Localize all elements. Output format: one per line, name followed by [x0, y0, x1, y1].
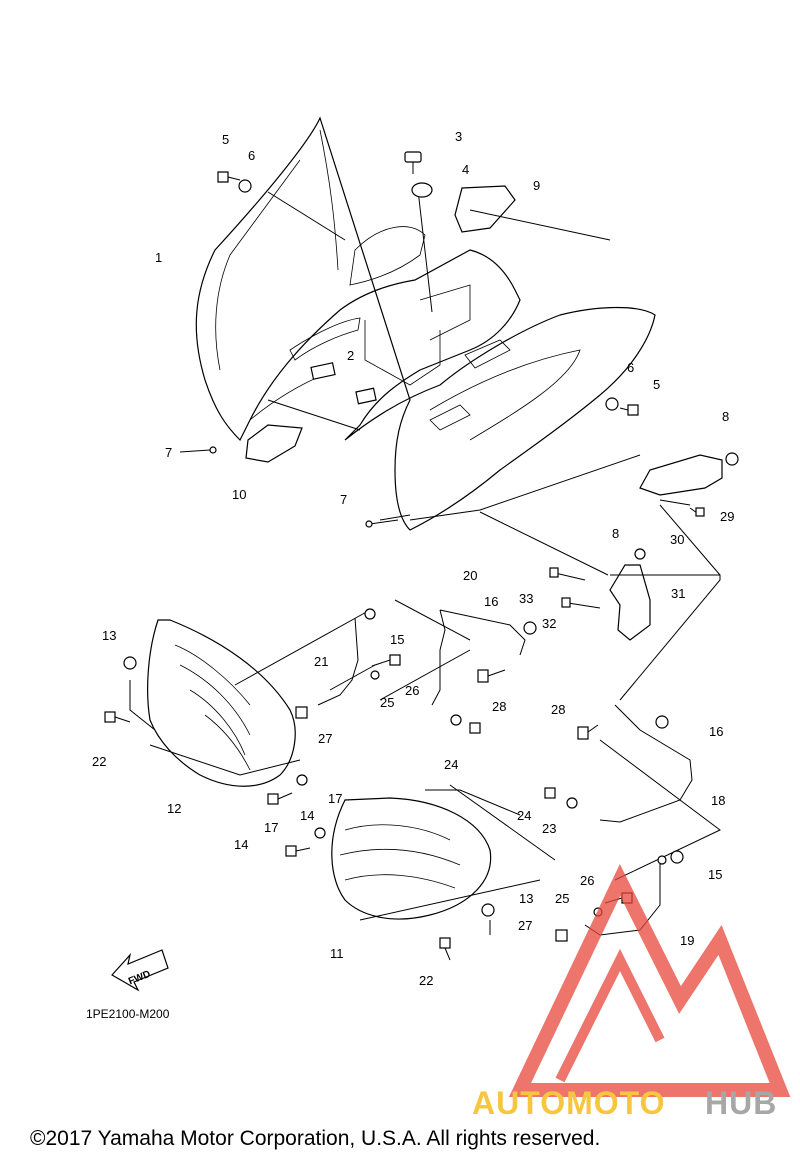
plate-part-10	[245, 424, 303, 463]
brand-hub: HUB	[705, 1085, 777, 1121]
pad-part-2b	[355, 387, 377, 405]
label-19: 19	[680, 933, 694, 948]
label-20: 20	[463, 568, 477, 583]
label-5b: 5	[653, 377, 660, 392]
label-17b: 17	[264, 820, 278, 835]
mudguard-part-12	[147, 619, 296, 787]
label-7b: 7	[340, 492, 347, 507]
label-14a: 14	[300, 808, 314, 823]
label-27a: 27	[318, 731, 332, 746]
label-22b: 22	[419, 973, 433, 988]
label-8a: 8	[722, 409, 729, 424]
label-11: 11	[330, 946, 344, 961]
leader-lines	[129, 189, 721, 935]
label-31: 31	[671, 586, 685, 601]
label-18: 18	[711, 793, 725, 808]
label-23: 23	[542, 821, 556, 836]
bracket-part-31	[609, 564, 651, 641]
label-22a: 22	[92, 754, 106, 769]
fwd-arrow: FWD	[111, 949, 169, 992]
label-14b: 14	[234, 837, 248, 852]
brand-automoto: AUTOMOTO	[472, 1085, 665, 1121]
label-9: 9	[533, 178, 540, 193]
label-1: 1	[155, 250, 162, 265]
stay-part-21	[317, 617, 359, 706]
part-labels: 1 2 3 4 5 6 6 5 7 7 8 8 9 10 11 12 13 13…	[92, 129, 734, 988]
label-27b: 27	[518, 918, 532, 933]
stay-part-20	[431, 609, 526, 706]
label-28a: 28	[492, 699, 506, 714]
label-16b: 16	[709, 724, 723, 739]
bracket-part-29	[639, 454, 723, 496]
label-2: 2	[347, 348, 354, 363]
label-24a: 24	[444, 757, 458, 772]
label-15a: 15	[390, 632, 404, 647]
label-25b: 25	[555, 891, 569, 906]
label-30: 30	[670, 532, 684, 547]
label-6a: 6	[248, 148, 255, 163]
label-32: 32	[542, 616, 556, 631]
copyright-notice: ©2017 Yamaha Motor Corporation, U.S.A. A…	[30, 1127, 600, 1150]
diagram-code: 1PE2100-M200	[86, 1007, 170, 1021]
label-10: 10	[232, 487, 246, 502]
label-33: 33	[519, 591, 533, 606]
label-26b: 26	[580, 873, 594, 888]
label-21: 21	[314, 654, 328, 669]
automotohub-logo: AUTOMOTO HUB	[472, 864, 791, 1121]
label-26a: 26	[405, 683, 419, 698]
label-3: 3	[455, 129, 462, 144]
stay-part-18	[599, 704, 693, 823]
label-8b: 8	[612, 526, 619, 541]
label-5a: 5	[222, 132, 229, 147]
label-12: 12	[167, 801, 181, 816]
cover-part-9	[454, 185, 516, 233]
hardware	[104, 151, 739, 961]
label-28b: 28	[551, 702, 565, 717]
label-7a: 7	[165, 445, 172, 460]
label-25a: 25	[380, 695, 394, 710]
label-24b: 24	[517, 808, 531, 823]
mudguard-part-11	[331, 797, 492, 920]
label-6b: 6	[627, 360, 634, 375]
label-16a: 16	[484, 594, 498, 609]
label-4: 4	[462, 162, 469, 177]
label-29: 29	[720, 509, 734, 524]
label-13b: 13	[519, 891, 533, 906]
label-13a: 13	[102, 628, 116, 643]
rear-fender-part-1	[195, 116, 656, 531]
label-17a: 17	[328, 791, 342, 806]
label-15b: 15	[708, 867, 722, 882]
pad-part-2a	[310, 362, 336, 380]
